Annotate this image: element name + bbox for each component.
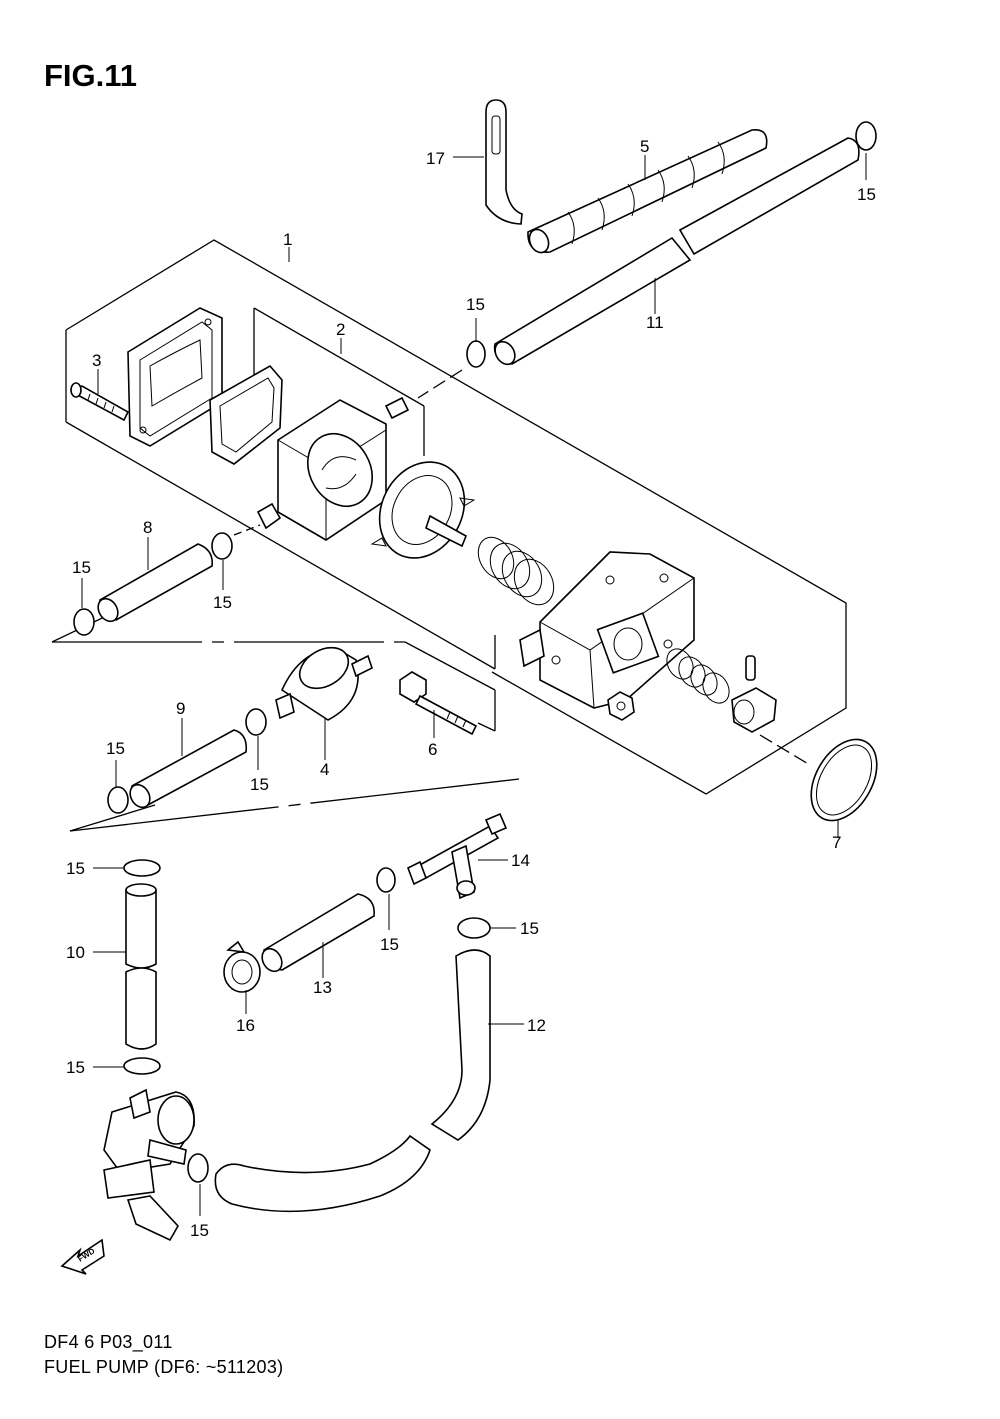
part-6-bolt xyxy=(399,671,478,736)
dash-leader-lines xyxy=(51,369,811,832)
pump-lower-housing xyxy=(519,551,695,709)
callout-15-k: 15 xyxy=(190,1221,209,1240)
callout-9: 9 xyxy=(176,699,185,718)
part-12-hose xyxy=(214,949,491,1213)
callout-15-e: 15 xyxy=(106,739,125,758)
callout-15-f: 15 xyxy=(250,775,269,794)
callout-12: 12 xyxy=(527,1016,546,1035)
diagram-code: DF4 6 P03_011 xyxy=(44,1332,173,1352)
callout-14: 14 xyxy=(511,851,530,870)
callout-6: 6 xyxy=(428,740,437,759)
callout-16: 16 xyxy=(236,1016,255,1035)
figure-title: FIG.11 xyxy=(44,58,138,93)
callout-15-h: 15 xyxy=(380,935,399,954)
part-10-hose xyxy=(125,883,157,1050)
pump-plunger xyxy=(731,687,777,733)
part-16-clamp xyxy=(223,940,261,993)
part-11-hose xyxy=(493,137,860,366)
callout-labels: 1 2 3 4 5 6 7 8 9 10 11 12 13 14 16 17 1… xyxy=(66,137,876,1240)
part-2-pump-body xyxy=(256,396,410,541)
part-8-hose xyxy=(97,543,214,623)
callout-5: 5 xyxy=(640,137,649,156)
callout-2: 2 xyxy=(336,320,345,339)
assembly-outline-1 xyxy=(65,239,847,795)
callout-3: 3 xyxy=(92,351,101,370)
pump-gasket xyxy=(209,364,283,465)
callout-15-g: 15 xyxy=(66,859,85,878)
pump-pin xyxy=(745,655,756,681)
pump-nut xyxy=(607,691,635,721)
part-14-t-joint xyxy=(406,812,508,900)
callout-7: 7 xyxy=(832,833,841,852)
callout-11: 11 xyxy=(646,313,664,332)
part-4-fuel-filter xyxy=(275,646,373,721)
callout-leaders xyxy=(81,153,867,1216)
callout-8: 8 xyxy=(143,518,152,537)
pump-diaphragm xyxy=(370,461,476,559)
callout-10: 10 xyxy=(66,943,85,962)
callout-4: 4 xyxy=(320,760,329,779)
callout-13: 13 xyxy=(313,978,332,997)
callout-15-c: 15 xyxy=(72,558,91,577)
fuel-cock xyxy=(103,1088,195,1242)
part-9-hose xyxy=(129,729,248,809)
callout-15-i: 15 xyxy=(520,919,539,938)
callout-1: 1 xyxy=(283,230,292,249)
part-17-clip xyxy=(485,99,523,225)
part-7-o-ring xyxy=(810,738,878,822)
pump-spring-2 xyxy=(666,648,730,704)
callout-15-d: 15 xyxy=(213,593,232,612)
callout-15-j: 15 xyxy=(66,1058,85,1077)
callout-15-b: 15 xyxy=(466,295,485,314)
diagram-caption: FUEL PUMP (DF6: ~511203) xyxy=(44,1357,284,1377)
part-5-spiral-hose xyxy=(527,129,768,254)
callout-17: 17 xyxy=(426,149,445,168)
callout-15-a: 15 xyxy=(857,185,876,204)
part-3-screw xyxy=(70,382,130,422)
part-13-hose xyxy=(261,893,375,973)
fwd-arrow-icon: FWD xyxy=(60,1238,105,1275)
pump-spring-1 xyxy=(477,536,555,606)
pump-cover-plate xyxy=(127,307,223,447)
